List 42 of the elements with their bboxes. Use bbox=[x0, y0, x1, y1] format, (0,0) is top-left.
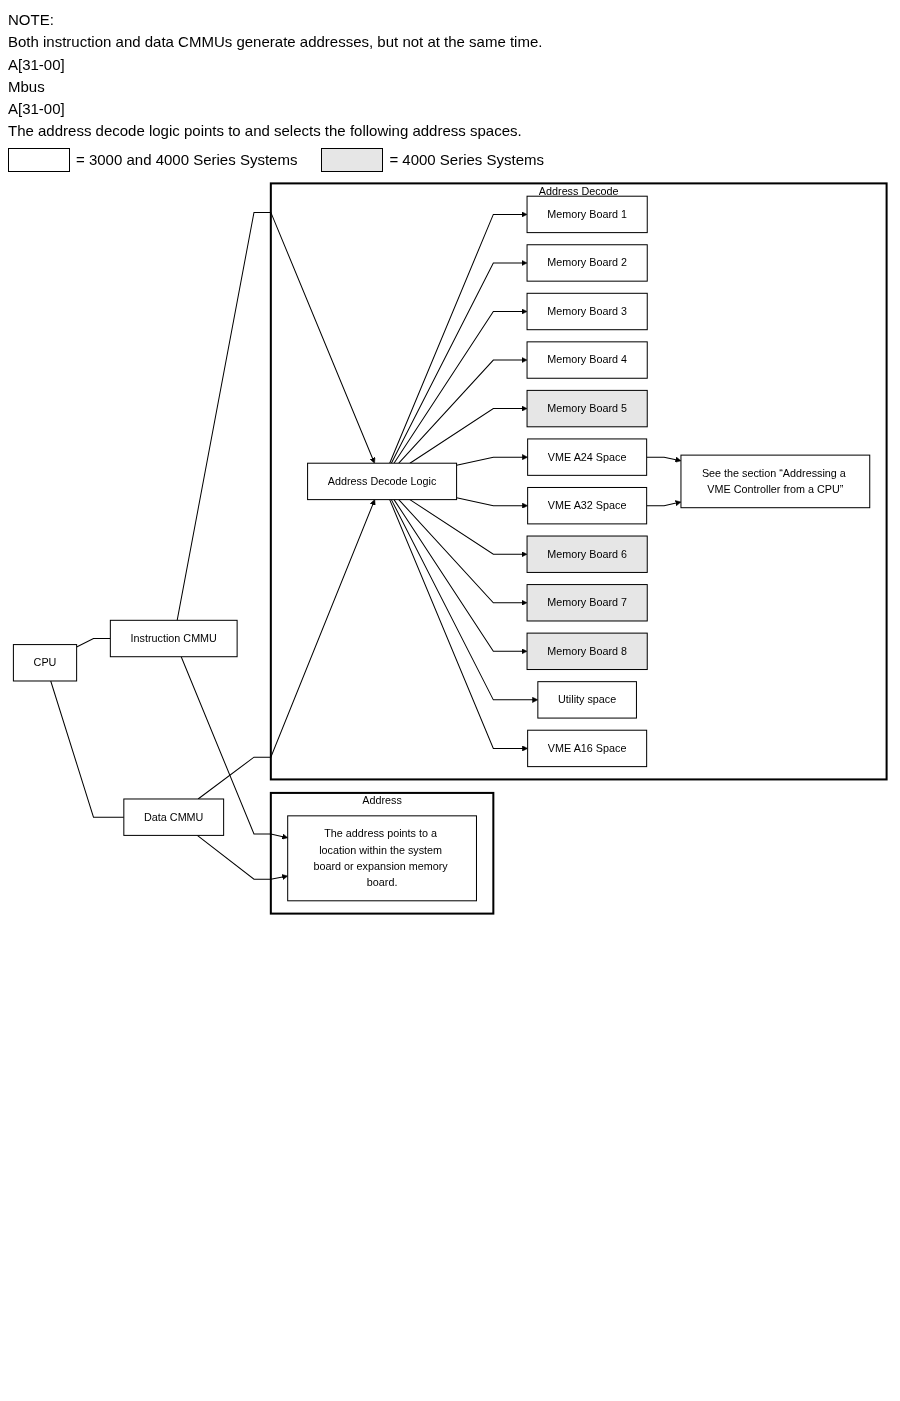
node-box: Memory Board 3 bbox=[526, 292, 648, 330]
arrow bbox=[393, 308, 528, 464]
arrow bbox=[398, 356, 528, 464]
arrow bbox=[176, 211, 376, 621]
node-box: Memory Board 1 bbox=[526, 195, 648, 233]
node-box: See the section “Addressing a VME Controller from a CPU” bbox=[680, 454, 871, 508]
node-box: Memory Board 8 bbox=[526, 632, 648, 670]
node-box: VME A24 Space bbox=[527, 437, 648, 476]
connector bbox=[76, 637, 111, 647]
arrow bbox=[456, 496, 528, 509]
arrow bbox=[389, 498, 528, 751]
node-box: VME A32 Space bbox=[527, 486, 648, 524]
legend-text: = 3000 and 4000 Series Systems bbox=[76, 151, 298, 168]
node-box: Memory Board 5 bbox=[526, 389, 648, 427]
arrow bbox=[409, 405, 528, 464]
note-text: NOTE: bbox=[8, 10, 55, 30]
node-box: Memory Board 6 bbox=[526, 535, 648, 573]
arrow bbox=[393, 498, 528, 654]
arrow bbox=[196, 834, 288, 880]
arrow bbox=[409, 498, 528, 557]
note-text: Both instruction and data CMMUs generate addresses, but not at the same time. bbox=[8, 32, 544, 53]
node-box: CPU bbox=[12, 643, 78, 681]
note-text: A[31-00] bbox=[8, 54, 66, 75]
node-box: The address points to a location within the system board or expansion memory board. bbox=[287, 814, 477, 901]
node-box: VME A16 Space bbox=[527, 729, 648, 767]
node-box: Data CMMU bbox=[123, 797, 225, 836]
node-box: Address Decode Logic bbox=[307, 462, 458, 500]
node-box: Memory Board 4 bbox=[526, 340, 648, 379]
arrow bbox=[180, 655, 288, 839]
arrow bbox=[389, 210, 528, 464]
arrow bbox=[390, 259, 528, 464]
arrow bbox=[456, 453, 528, 466]
arrow bbox=[398, 498, 528, 606]
note-text: A[31-00] bbox=[8, 99, 66, 119]
arrow bbox=[197, 498, 376, 799]
note-text: Mbus bbox=[8, 76, 46, 97]
node-box: Memory Board 7 bbox=[526, 583, 648, 621]
legend-text: = 4000 Series Systems bbox=[389, 151, 545, 168]
node-box: Memory Board 2 bbox=[526, 243, 648, 282]
node-box: Utility space bbox=[537, 680, 637, 719]
node-box: Instruction CMMU bbox=[109, 619, 238, 657]
note-text: The address decode logic points to and selects the following address spaces. bbox=[8, 121, 523, 142]
